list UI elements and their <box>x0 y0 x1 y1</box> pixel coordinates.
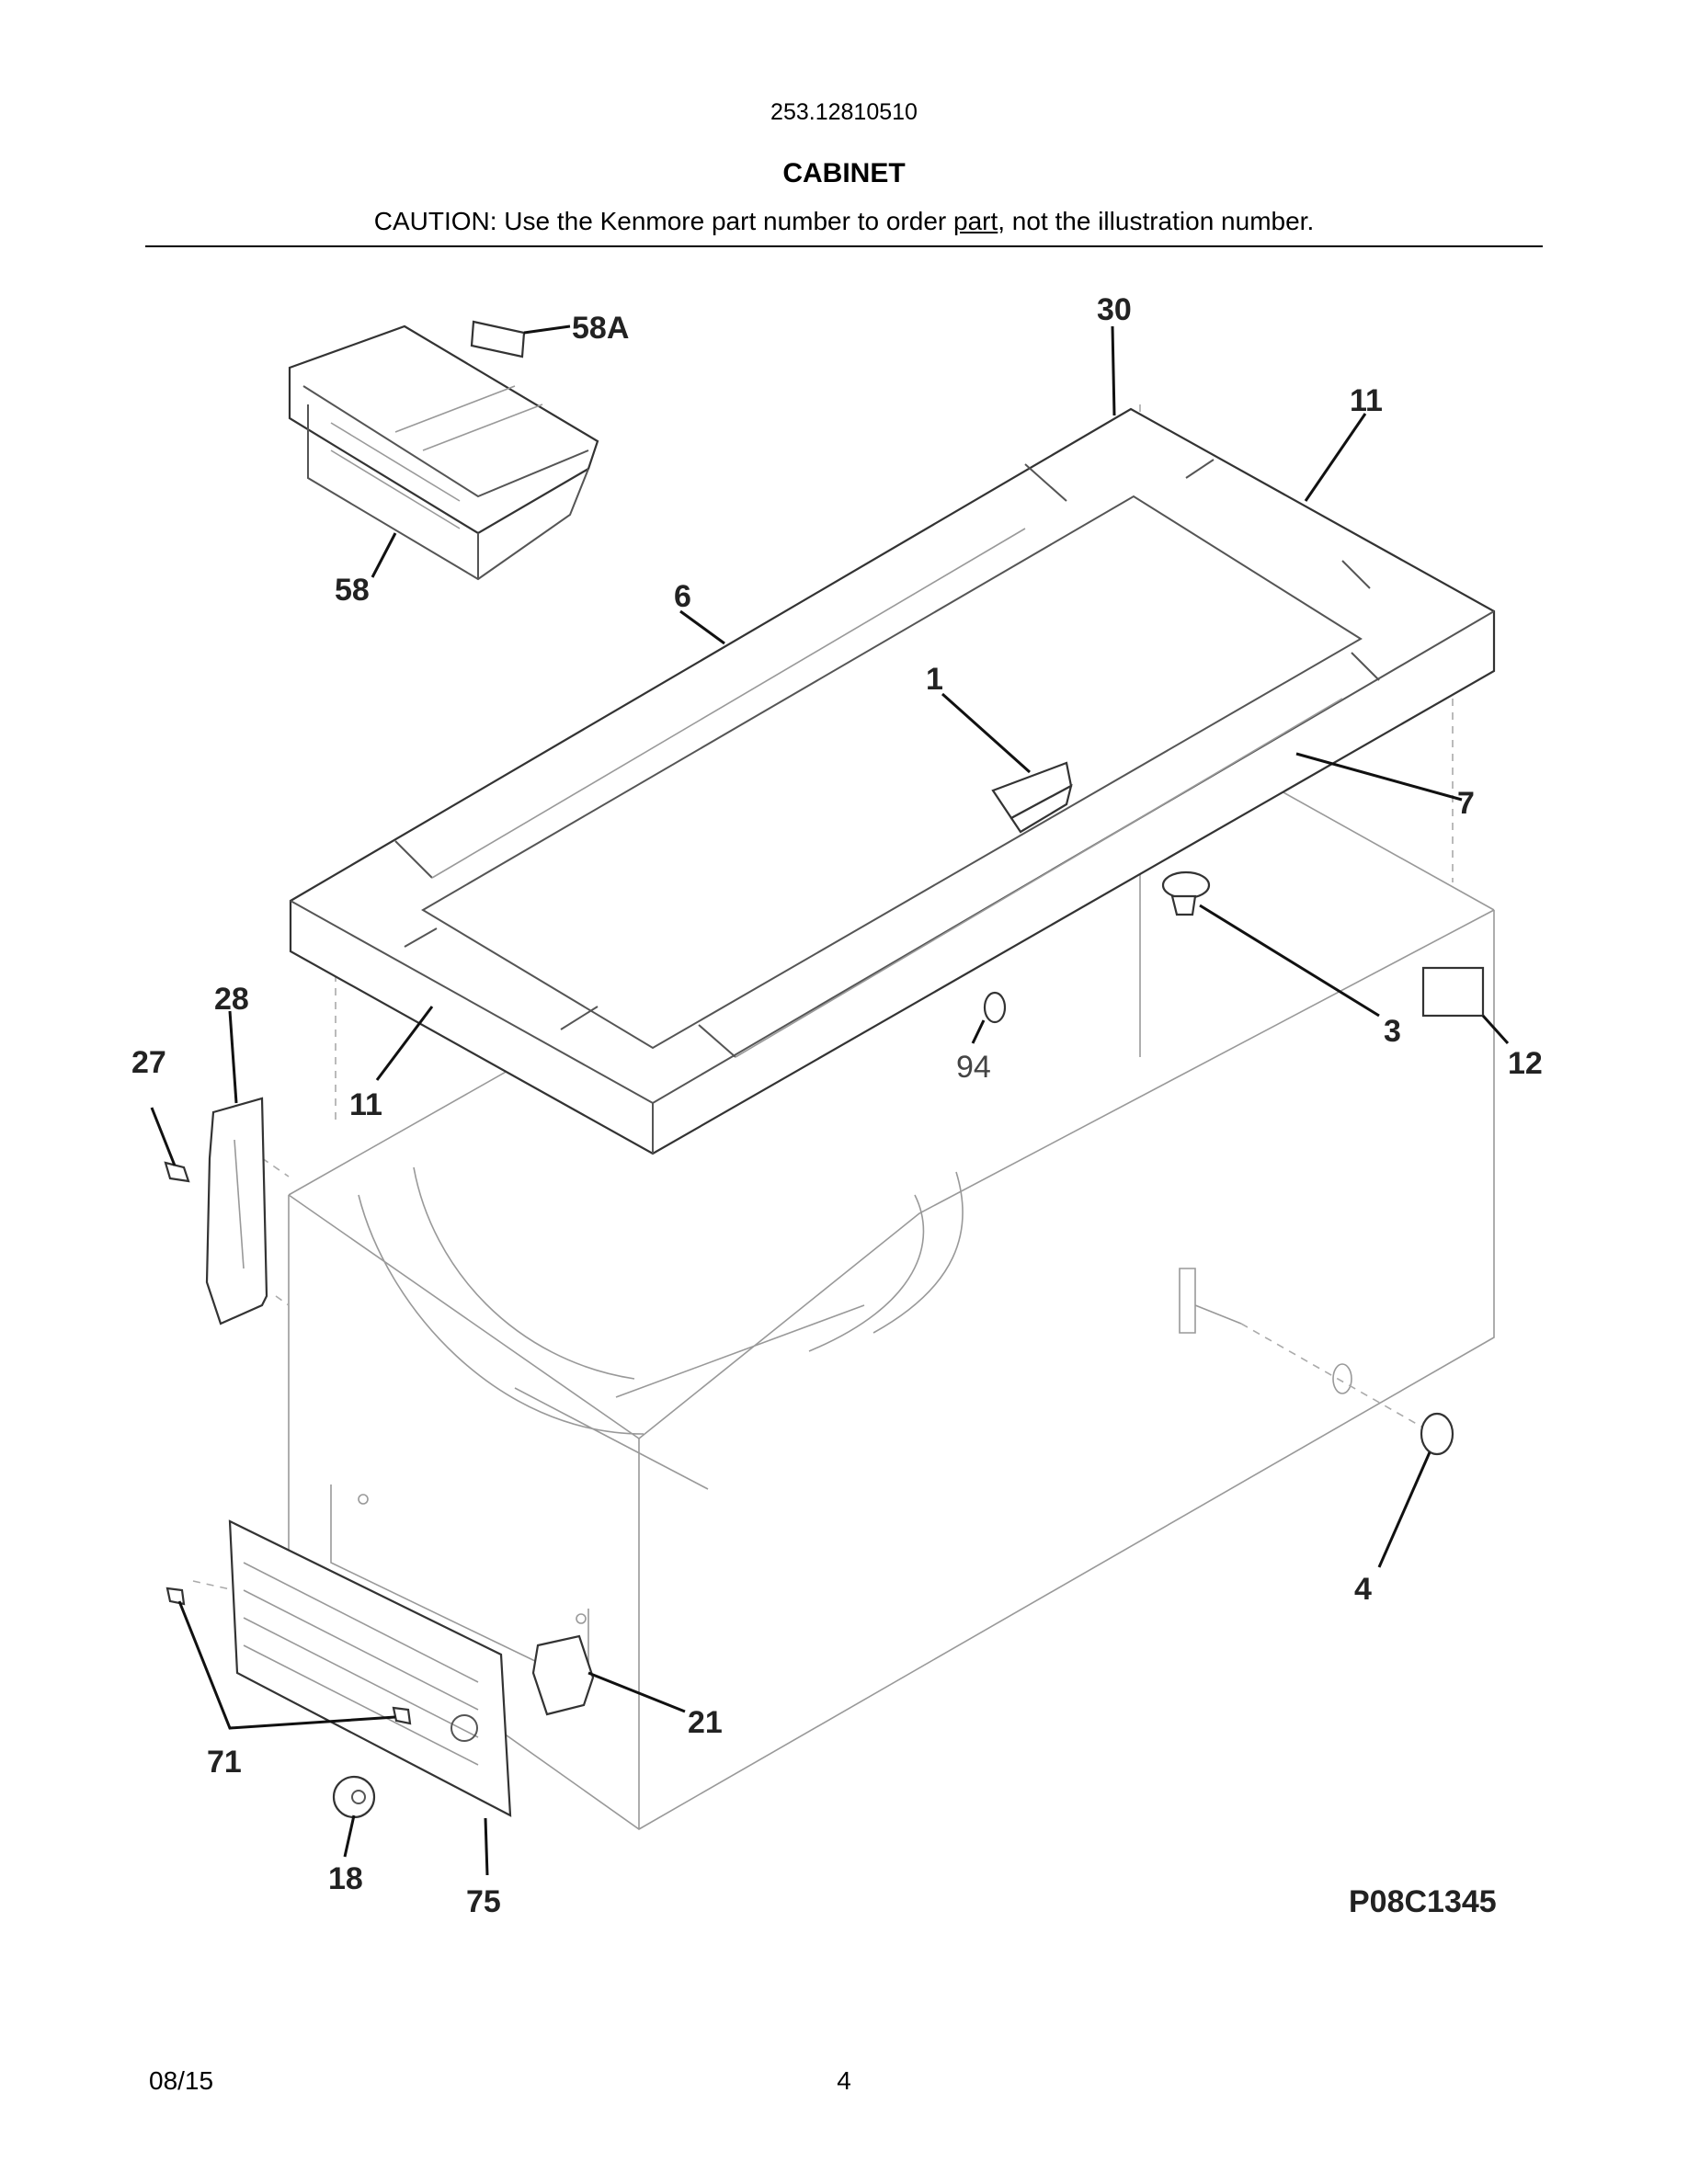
page-number: 4 <box>837 2066 851 2095</box>
callout-27: 27 <box>131 1045 166 1080</box>
footer-date: 08/15 <box>149 2066 214 2095</box>
drawing-id: P08C1345 <box>1349 1884 1497 1919</box>
model-number: 253.12810510 <box>770 99 918 125</box>
callout-4: 4 <box>1354 1572 1372 1607</box>
hinge-part <box>164 1097 268 1325</box>
basket-handle-part <box>470 320 526 358</box>
callout-94: 94 <box>956 1050 991 1085</box>
lid-gasket-frame <box>289 407 1496 1155</box>
basket-part <box>288 324 599 581</box>
caution-prefix: CAUTION: Use the Kenmore part number to … <box>373 207 953 235</box>
callout-1: 1 <box>926 662 943 697</box>
thermostat-knob <box>1161 870 1211 916</box>
grille-part <box>228 1519 512 1817</box>
o-ring-part <box>983 991 1007 1024</box>
callout-11-left: 11 <box>349 1087 382 1122</box>
callout-30: 30 <box>1097 292 1132 327</box>
leader-lines <box>150 324 1510 1876</box>
section-title: CABINET <box>782 158 906 188</box>
label-part <box>1421 966 1485 1018</box>
callout-28: 28 <box>214 982 249 1017</box>
callout-75: 75 <box>466 1884 501 1919</box>
caution-note: CAUTION: Use the Kenmore part number to … <box>0 207 1688 236</box>
knob-part <box>332 1775 376 1819</box>
callout-18: 18 <box>328 1861 363 1896</box>
callout-58A: 58A <box>572 311 629 346</box>
caution-suffix: , not the illustration number. <box>998 207 1315 235</box>
caution-part-link[interactable]: part <box>953 207 998 235</box>
callout-7: 7 <box>1457 786 1475 821</box>
callout-58: 58 <box>335 573 370 608</box>
screw-parts <box>165 1587 412 1725</box>
callout-11-right: 11 <box>1350 383 1383 418</box>
callout-12: 12 <box>1508 1046 1543 1081</box>
callout-6: 6 <box>674 579 691 614</box>
callout-labels: 58A 58 30 11 6 1 7 3 12 94 28 27 11 4 21… <box>131 292 1543 1919</box>
latch-part <box>991 761 1073 834</box>
callout-71: 71 <box>207 1745 242 1780</box>
callout-3: 3 <box>1384 1014 1401 1049</box>
drain-cap-part <box>1420 1412 1454 1456</box>
header-divider <box>145 245 1543 247</box>
control-part <box>531 1634 595 1716</box>
callout-21: 21 <box>688 1705 723 1740</box>
